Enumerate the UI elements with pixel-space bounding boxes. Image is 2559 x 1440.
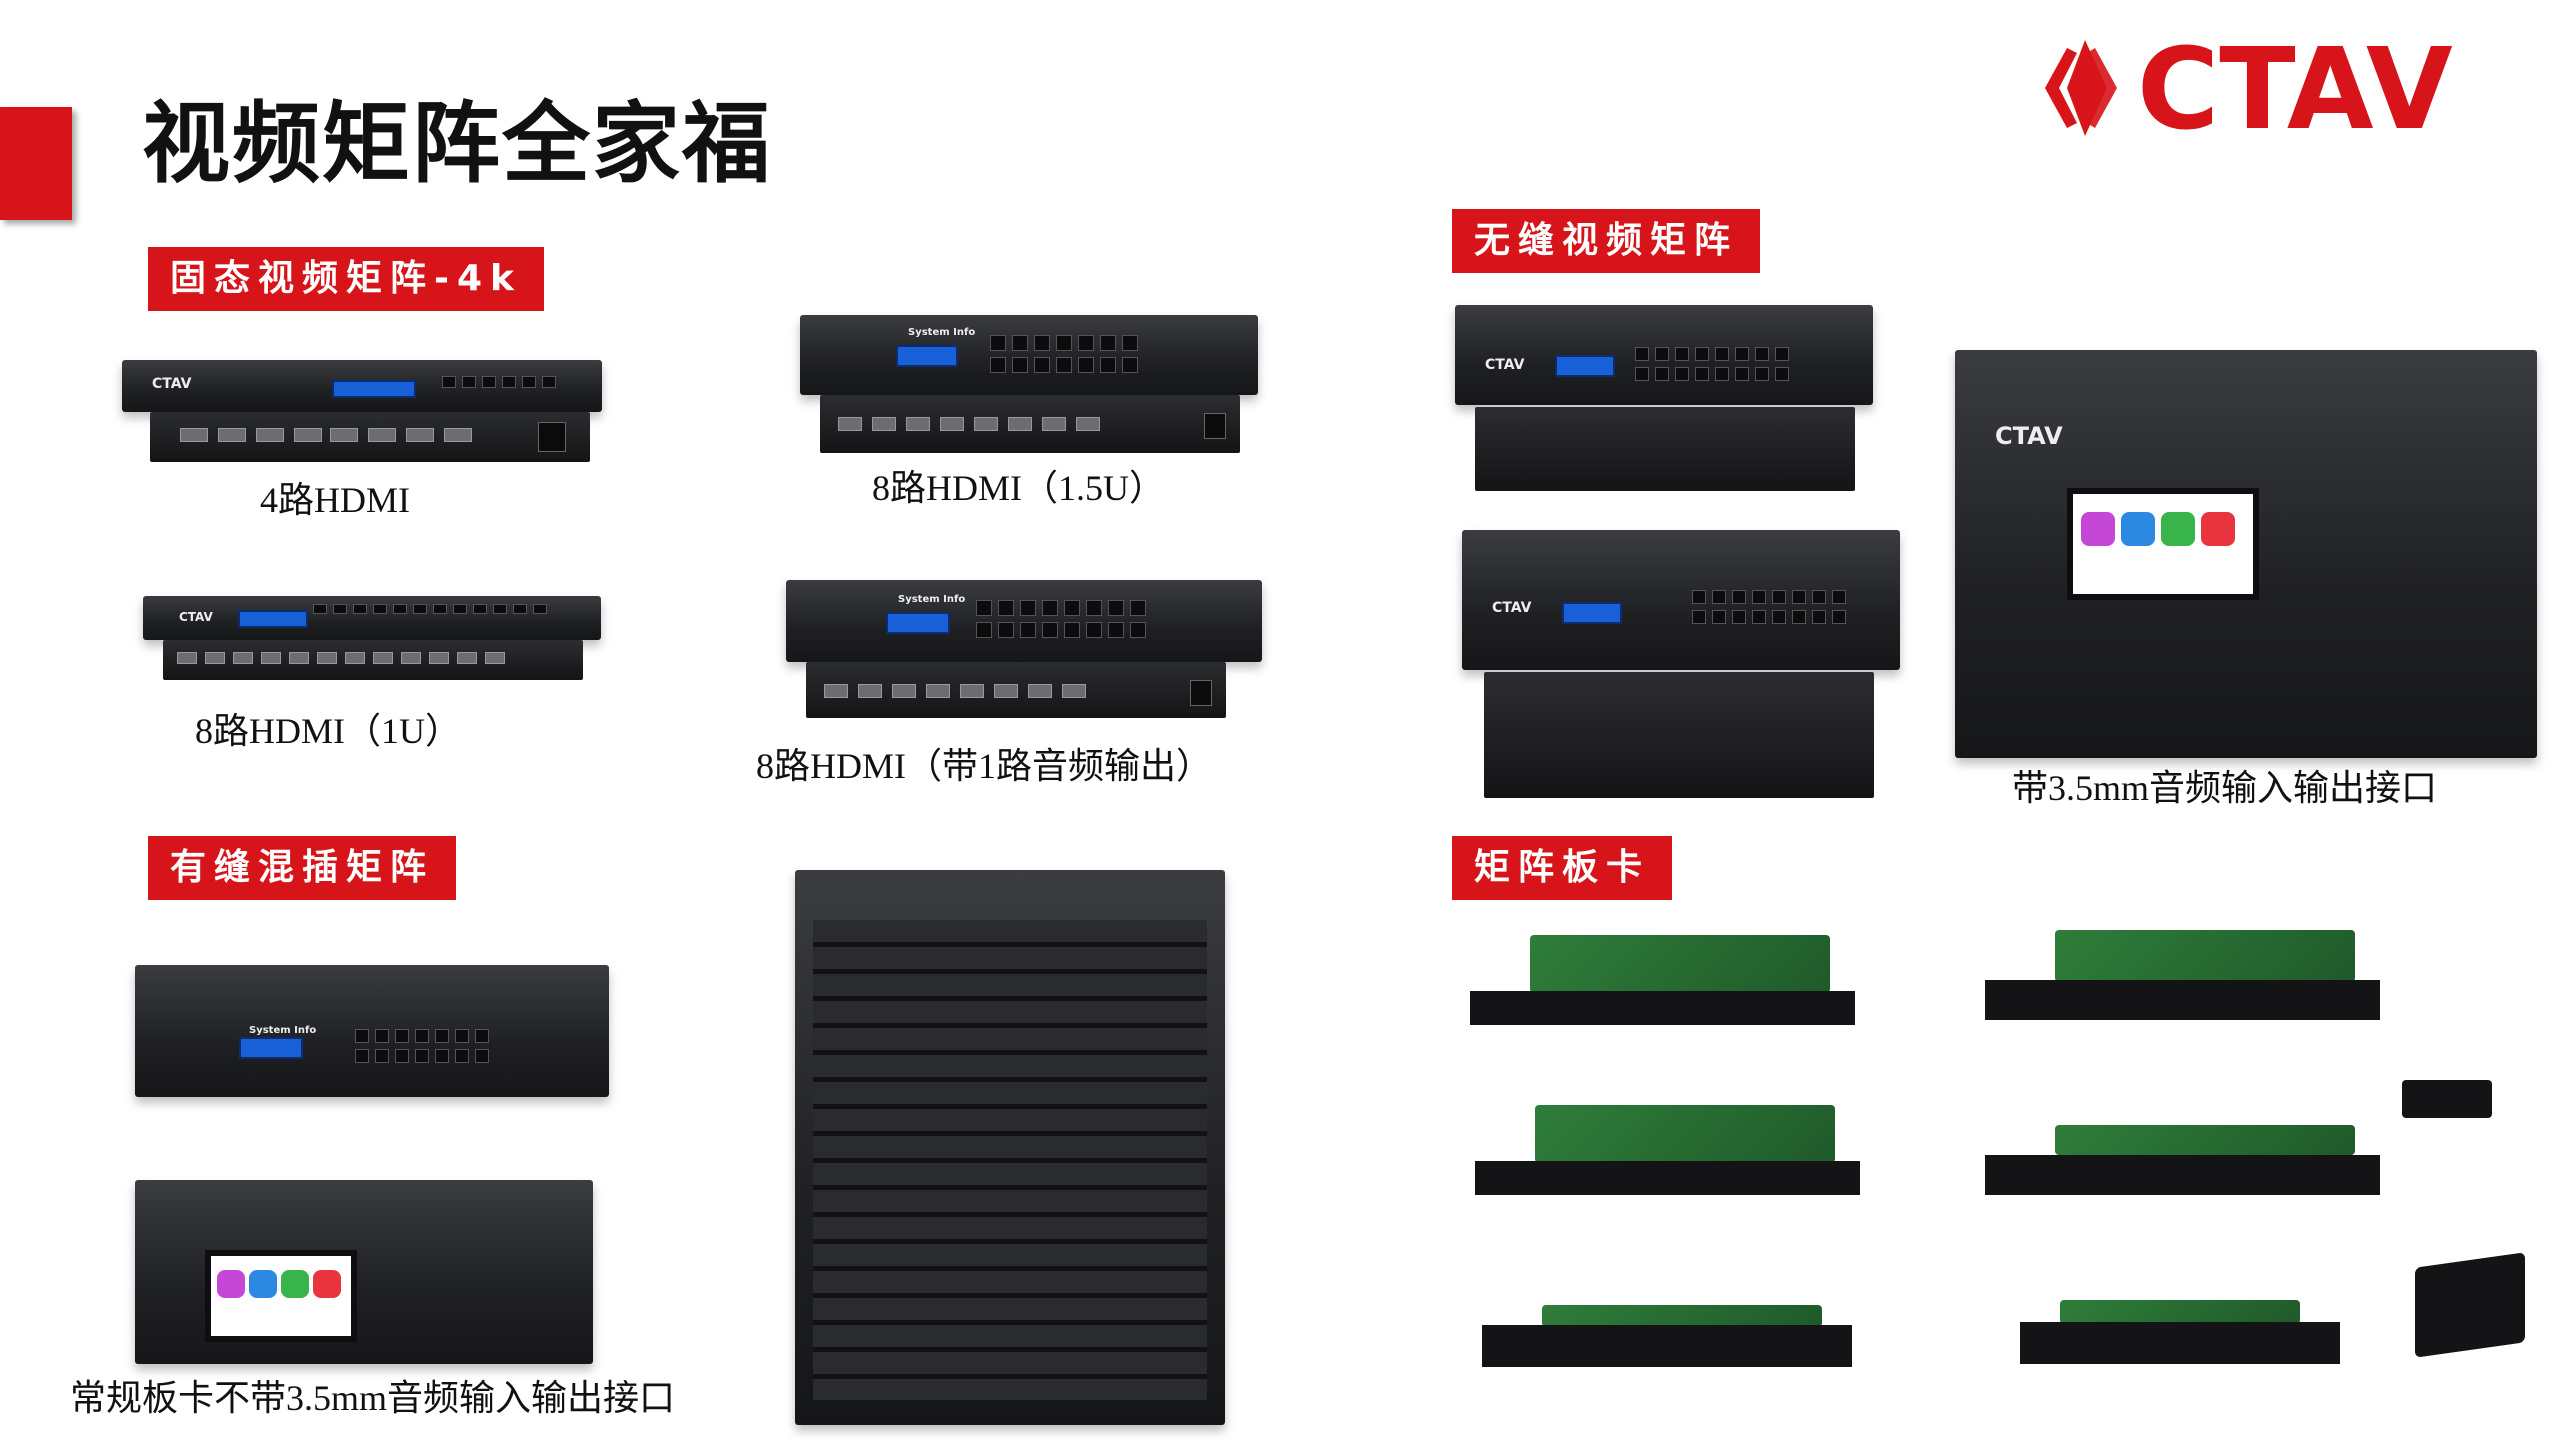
device-hdmi8-1u: CTAV	[143, 590, 603, 690]
device-hybrid-small: System Info	[135, 965, 609, 1100]
card-vga	[1475, 1105, 1860, 1200]
card-receiver-box	[2405, 1250, 2535, 1360]
card-hdmi	[1470, 935, 1855, 1030]
caption-hdmi4: 4路HDMI	[260, 480, 410, 520]
device-hybrid-large-chassis	[795, 870, 1225, 1425]
caption-hdmi8-1u: 8路HDMI（1U）	[195, 711, 461, 751]
section-tag-solid-4k: 固态视频矩阵-4k	[148, 247, 544, 311]
caption-hdmi8-15u: 8路HDMI（1.5U）	[872, 468, 1165, 508]
device-seamless-large: CTAV	[1955, 330, 2537, 760]
card-module-small	[2402, 1080, 2492, 1120]
device-hdmi8-audio: System Info	[786, 570, 1262, 720]
caption-hybrid-note: 常规板卡不带3.5mm音频输入输出接口	[70, 1378, 676, 1418]
section-tag-hybrid: 有缝混插矩阵	[148, 836, 457, 900]
section-tag-cards: 矩阵板卡	[1452, 836, 1673, 900]
caption-hdmi8-audio: 8路HDMI（带1路音频输出）	[756, 746, 1212, 786]
device-hybrid-touch	[135, 1180, 595, 1365]
card-sdi	[1985, 1125, 2380, 1200]
page-title: 视频矩阵全家福	[142, 92, 773, 195]
device-hdmi4: CTAV	[122, 350, 602, 465]
caption-seamless-audio: 带3.5mm音频输入输出接口	[2012, 768, 2438, 808]
card-hdbaset	[2020, 1300, 2340, 1370]
device-seamless-medium: CTAV	[1462, 510, 1902, 800]
device-seamless-small: CTAV	[1455, 295, 1875, 495]
card-dvi	[1985, 930, 2380, 1025]
device-hdmi8-15u: System Info	[800, 305, 1260, 455]
card-bnc	[1482, 1305, 1852, 1370]
title-accent-bar	[0, 107, 72, 220]
logo-text: CTAV	[2137, 28, 2453, 148]
section-tag-seamless: 无缝视频矩阵	[1452, 209, 1761, 273]
ctav-logo: CTAV	[2045, 28, 2453, 148]
